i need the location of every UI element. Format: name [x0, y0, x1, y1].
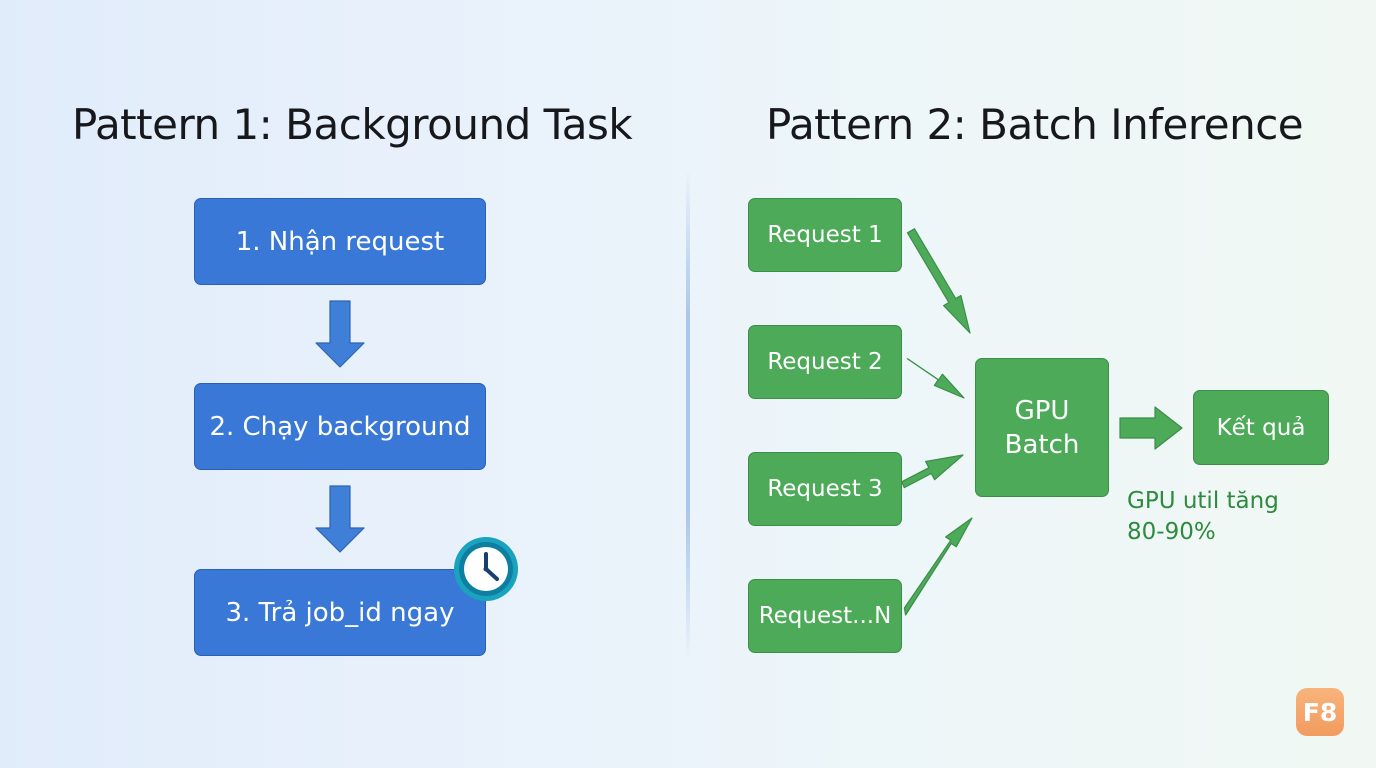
down-arrow-1: [315, 300, 365, 368]
gpu-batch-line-2: Batch: [1004, 429, 1080, 460]
clock-icon: [454, 537, 518, 601]
pattern-2-title: Pattern 2: Batch Inference: [766, 100, 1304, 149]
step-receive-request: 1. Nhận request: [194, 198, 486, 285]
down-arrow-2: [315, 485, 365, 553]
arrow-gpu-to-result: [1119, 406, 1183, 450]
pattern-1-title: Pattern 1: Background Task: [72, 100, 633, 149]
step-run-background: 2. Chạy background: [194, 383, 486, 470]
gpu-batch-line-1: GPU: [1014, 395, 1070, 426]
section-divider: [686, 170, 690, 660]
arrow-reqN-to-gpu: [903, 517, 973, 616]
request-2-box: Request 2: [748, 325, 902, 399]
request-1-box: Request 1: [748, 198, 902, 272]
arrow-req2-to-gpu: [906, 358, 965, 399]
gpu-util-note-line-1: GPU util tăng: [1127, 488, 1279, 514]
request-n-box: Request...N: [748, 579, 902, 653]
gpu-util-note-line-2: 80-90%: [1127, 519, 1216, 545]
gpu-batch-box: GPU Batch: [975, 358, 1109, 497]
result-box: Kết quả: [1193, 390, 1329, 465]
f8-logo-badge: F8: [1296, 688, 1344, 736]
arrow-req1-to-gpu: [906, 228, 971, 334]
arrow-req3-to-gpu: [901, 454, 964, 489]
gpu-util-note: GPU util tăng 80-90%: [1127, 486, 1279, 548]
request-3-box: Request 3: [748, 452, 902, 526]
step-return-job-id: 3. Trả job_id ngay: [194, 569, 486, 656]
